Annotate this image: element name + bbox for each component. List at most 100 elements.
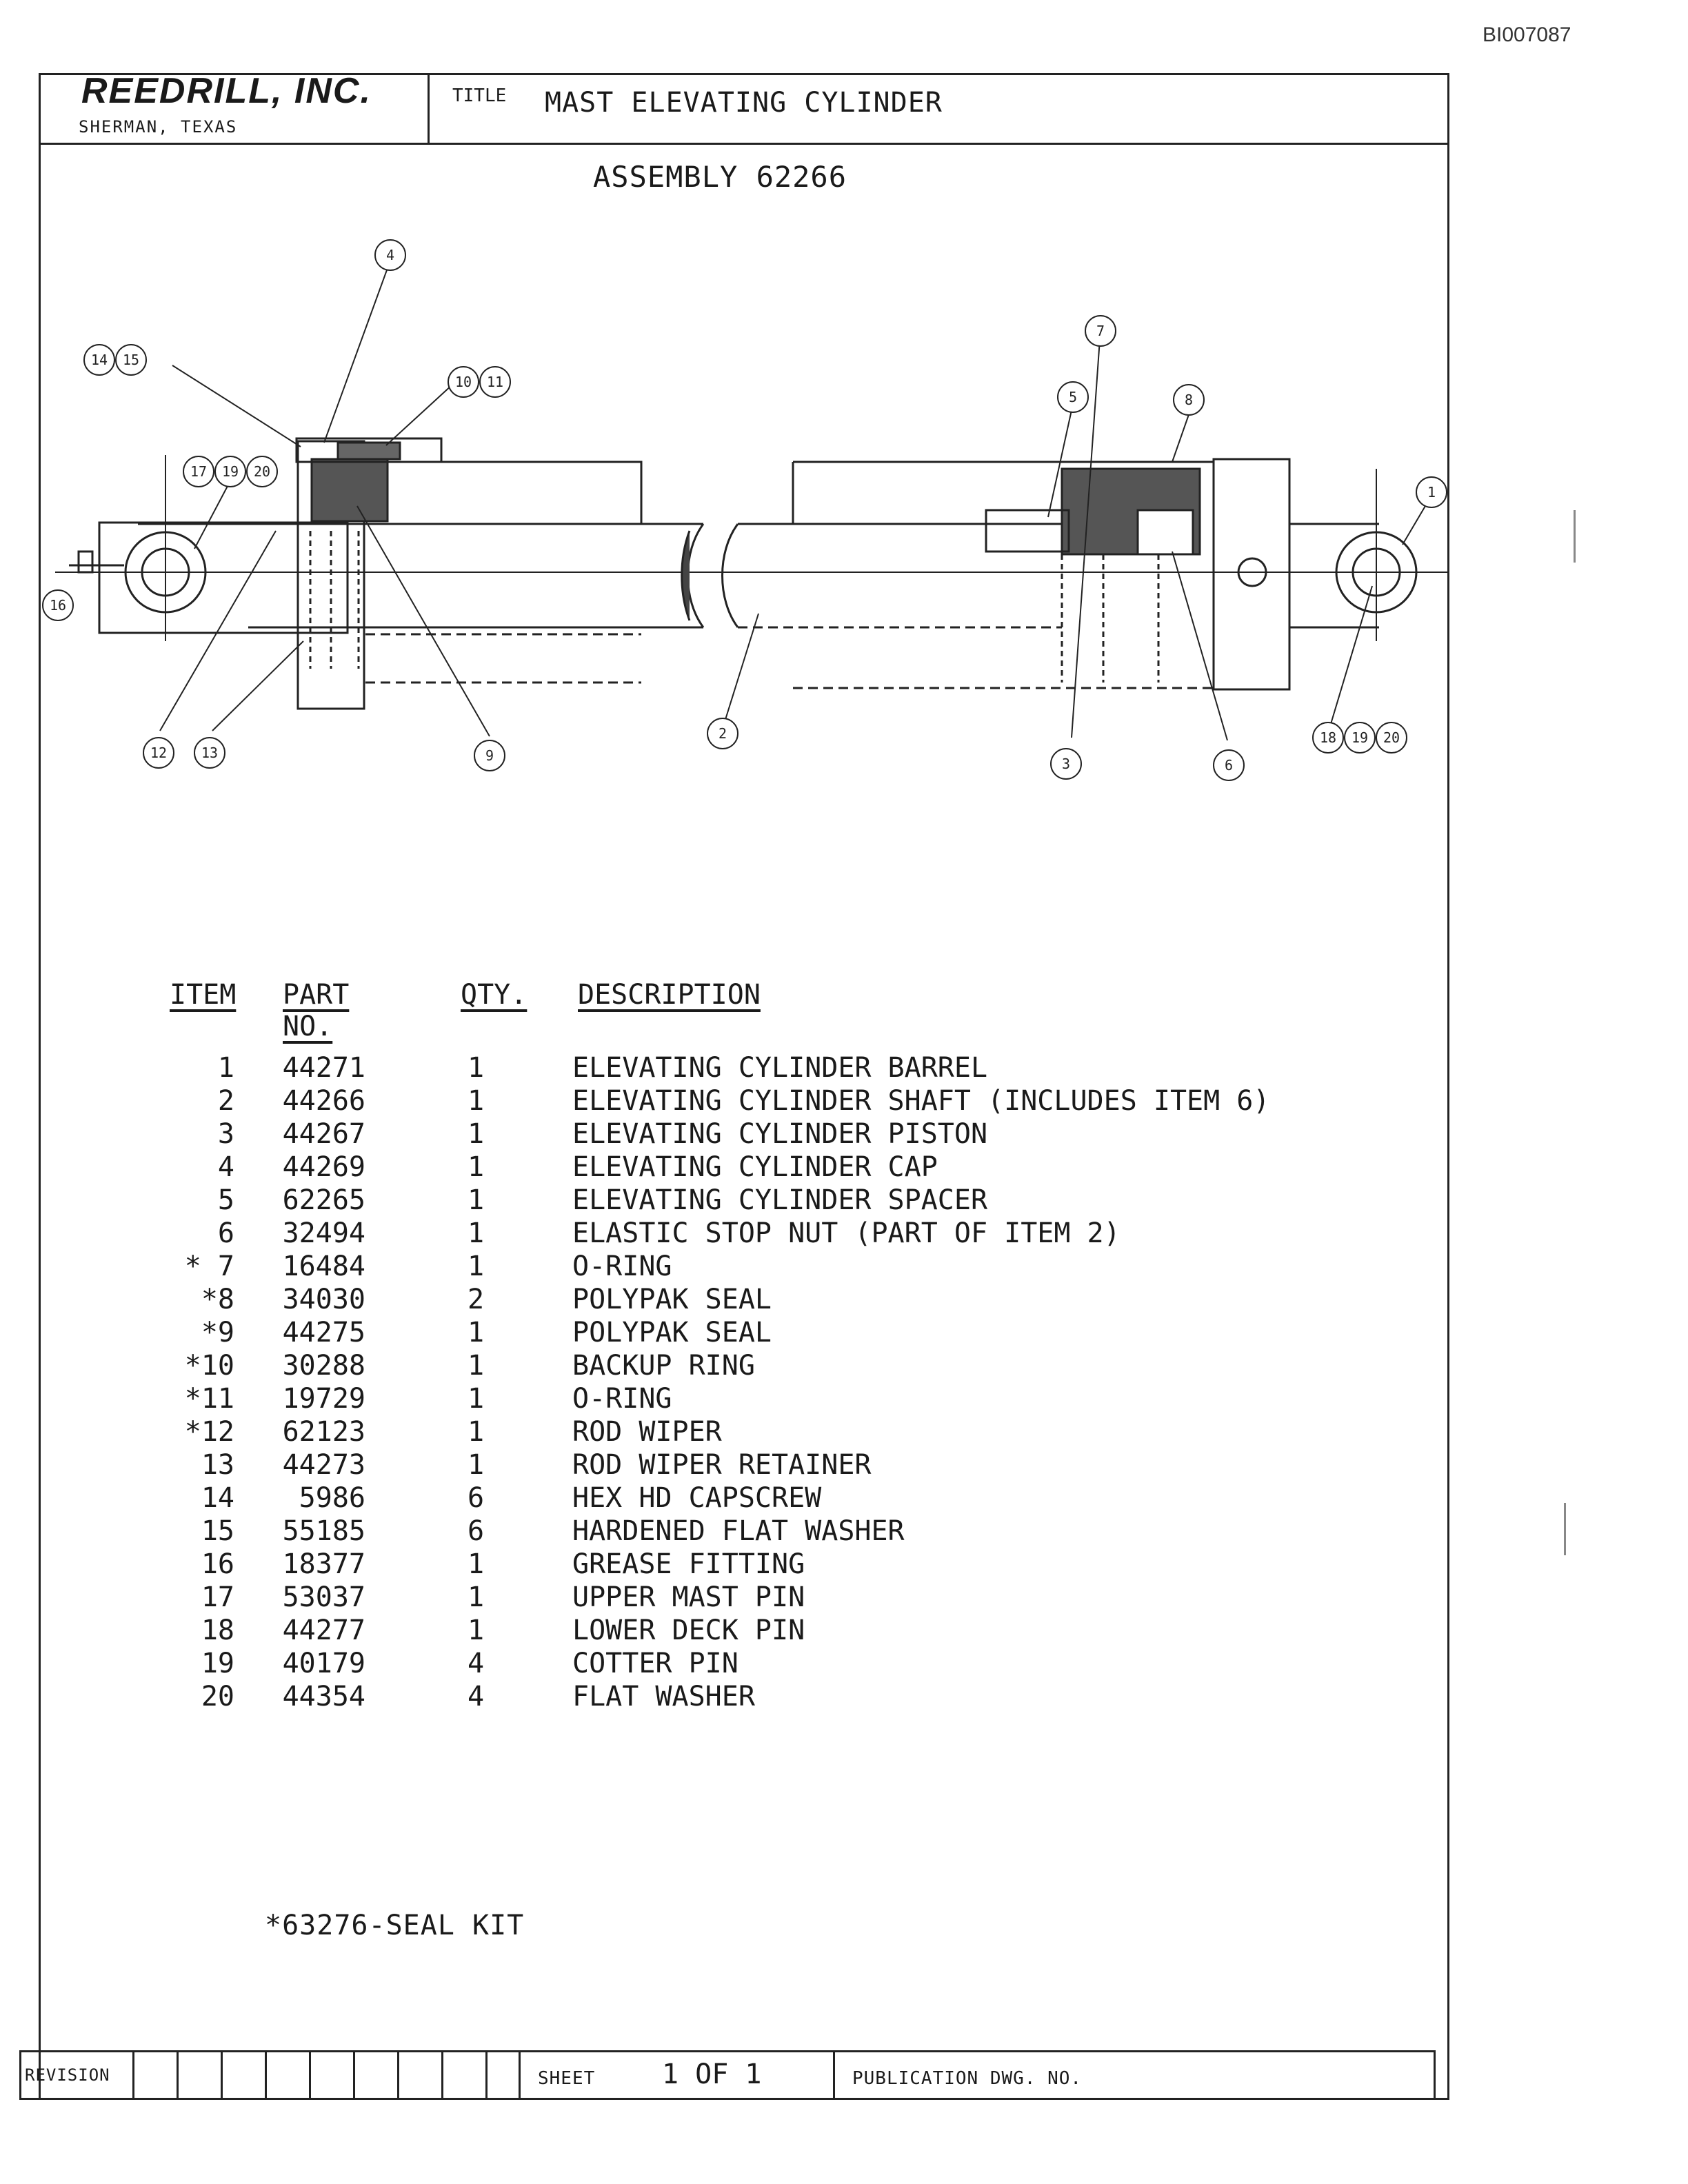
cell-part: 32494 <box>282 1217 365 1249</box>
svg-text:5: 5 <box>1069 389 1077 405</box>
cell-desc: ELASTIC STOP NUT (PART OF ITEM 2) <box>572 1217 1121 1249</box>
cell-qty: 1 <box>467 1052 485 1084</box>
callout-12: 12 <box>143 737 174 769</box>
callout-14-15: 14 15 <box>83 344 147 376</box>
svg-text:19: 19 <box>222 463 239 480</box>
cell-part: 55185 <box>282 1515 365 1547</box>
cell-desc: COTTER PIN <box>572 1648 738 1679</box>
cell-qty: 1 <box>467 1383 485 1415</box>
cell-desc: LOWER DECK PIN <box>572 1615 805 1646</box>
cell-qty: 4 <box>467 1681 485 1712</box>
svg-text:4: 4 <box>386 247 394 263</box>
callout-4: 4 <box>374 239 406 271</box>
cell-qty: 1 <box>467 1581 485 1613</box>
cell-part: 44273 <box>282 1449 365 1481</box>
svg-text:17: 17 <box>190 463 207 480</box>
callout-2: 2 <box>707 718 738 749</box>
gland-seal-hatch <box>310 458 389 523</box>
cell-part: 44271 <box>282 1052 365 1084</box>
title-block <box>39 73 1449 145</box>
cell-part: 62265 <box>282 1184 365 1216</box>
callout-17-19-20: 17 19 20 <box>183 456 278 487</box>
cell-part: 44277 <box>282 1615 365 1646</box>
svg-text:9: 9 <box>485 747 494 764</box>
cell-part: 44275 <box>282 1317 365 1348</box>
company-location: SHERMAN, TEXAS <box>79 117 238 136</box>
company-name: REEDRILL, INC. <box>81 71 372 111</box>
cell-item: * 7 <box>184 1251 234 1282</box>
cap-flange <box>295 437 443 463</box>
cell-desc: ELEVATING CYLINDER SPACER <box>572 1184 988 1216</box>
cell-desc: ELEVATING CYLINDER CAP <box>572 1151 938 1183</box>
cell-desc: ELEVATING CYLINDER SHAFT (INCLUDES ITEM … <box>572 1085 1270 1117</box>
svg-text:6: 6 <box>1225 757 1233 774</box>
cell-desc: HEX HD CAPSCREW <box>572 1482 822 1514</box>
callout-9: 9 <box>474 740 505 771</box>
col-header-part-no: PART NO. <box>283 979 350 1042</box>
callout-18-19-20: 18 19 20 <box>1312 722 1407 754</box>
svg-text:12: 12 <box>150 745 167 761</box>
cell-item: 20 <box>201 1681 234 1712</box>
cell-part: 44266 <box>282 1085 365 1117</box>
cell-desc: HARDENED FLAT WASHER <box>572 1515 905 1547</box>
assembly-number: ASSEMBLY 62266 <box>593 160 847 194</box>
cell-desc: POLYPAK SEAL <box>572 1284 772 1315</box>
cell-part: 5986 <box>299 1482 365 1514</box>
spacer-shape <box>985 509 1070 553</box>
svg-text:20: 20 <box>254 463 270 480</box>
cell-qty: 1 <box>467 1118 485 1150</box>
cell-item: 5 <box>217 1184 234 1216</box>
cell-desc: BACKUP RING <box>572 1350 755 1382</box>
col-header-description: DESCRIPTION <box>578 979 761 1011</box>
callout-10-11: 10 11 <box>448 366 511 398</box>
cell-qty: 1 <box>467 1184 485 1216</box>
cell-qty: 1 <box>467 1350 485 1382</box>
cell-part: 30288 <box>282 1350 365 1382</box>
svg-text:2: 2 <box>719 725 727 742</box>
cell-qty: 1 <box>467 1416 485 1448</box>
cell-qty: 1 <box>467 1251 485 1282</box>
cell-desc: ROD WIPER <box>572 1416 722 1448</box>
title-block-divider <box>428 73 430 145</box>
cell-qty: 6 <box>467 1482 485 1514</box>
callout-6: 6 <box>1213 749 1245 781</box>
callout-1: 1 <box>1416 476 1447 508</box>
callout-8: 8 <box>1173 384 1205 416</box>
svg-text:15: 15 <box>123 352 139 368</box>
col-header-item: ITEM <box>170 979 237 1011</box>
cell-desc: FLAT WASHER <box>572 1681 755 1712</box>
cell-desc: O-RING <box>572 1251 672 1282</box>
cell-desc: O-RING <box>572 1383 672 1415</box>
svg-text:20: 20 <box>1383 729 1400 746</box>
svg-text:10: 10 <box>455 374 472 390</box>
svg-text:16: 16 <box>50 597 66 614</box>
callout-7: 7 <box>1085 315 1116 347</box>
cell-item: 1 <box>217 1052 234 1084</box>
cell-item: 17 <box>201 1581 234 1613</box>
cell-desc: ELEVATING CYLINDER BARREL <box>572 1052 988 1084</box>
svg-text:13: 13 <box>201 745 218 761</box>
svg-text:8: 8 <box>1185 392 1193 408</box>
revision-label: REVISION <box>25 2065 110 2085</box>
col-header-qty: QTY. <box>461 979 528 1011</box>
drawing-title: MAST ELEVATING CYLINDER <box>545 87 943 119</box>
callout-13: 13 <box>194 737 225 769</box>
callout-3: 3 <box>1050 748 1082 780</box>
cell-item: 13 <box>201 1449 234 1481</box>
cell-qty: 1 <box>467 1615 485 1646</box>
cell-part: 44354 <box>282 1681 365 1712</box>
cell-qty: 1 <box>467 1548 485 1580</box>
cell-qty: 1 <box>467 1317 485 1348</box>
svg-text:14: 14 <box>91 352 108 368</box>
svg-text:11: 11 <box>487 374 503 390</box>
cell-qty: 4 <box>467 1648 485 1679</box>
cell-desc: ELEVATING CYLINDER PISTON <box>572 1118 988 1150</box>
cell-item: 14 <box>201 1482 234 1514</box>
cell-part: 40179 <box>282 1648 365 1679</box>
cell-desc: UPPER MAST PIN <box>572 1581 805 1613</box>
cell-part: 34030 <box>282 1284 365 1315</box>
cell-item: 19 <box>201 1648 234 1679</box>
cell-item: *10 <box>184 1350 234 1382</box>
svg-text:18: 18 <box>1320 729 1336 746</box>
cell-part: 44269 <box>282 1151 365 1183</box>
